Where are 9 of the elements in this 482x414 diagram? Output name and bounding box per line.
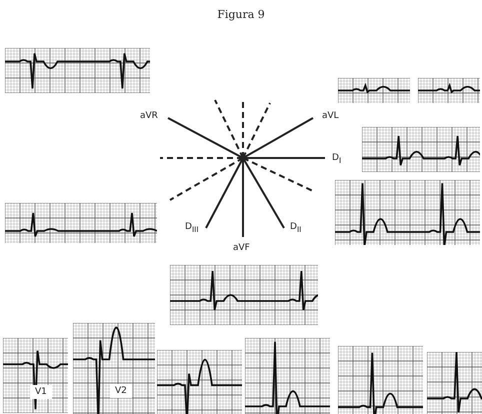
lead-label: D$_{III}$: [185, 222, 199, 235]
lead-label: V1: [30, 385, 52, 399]
lead-label: aVR: [140, 111, 158, 121]
lead-label: D$_{II}$: [290, 222, 302, 235]
lead-label: D$_{I}$: [332, 153, 342, 166]
lead-label: aVF: [233, 243, 250, 253]
lead-label: aVL: [322, 111, 339, 121]
lead-label: V2: [110, 384, 132, 398]
figure-title: Figura 9: [216, 8, 266, 21]
